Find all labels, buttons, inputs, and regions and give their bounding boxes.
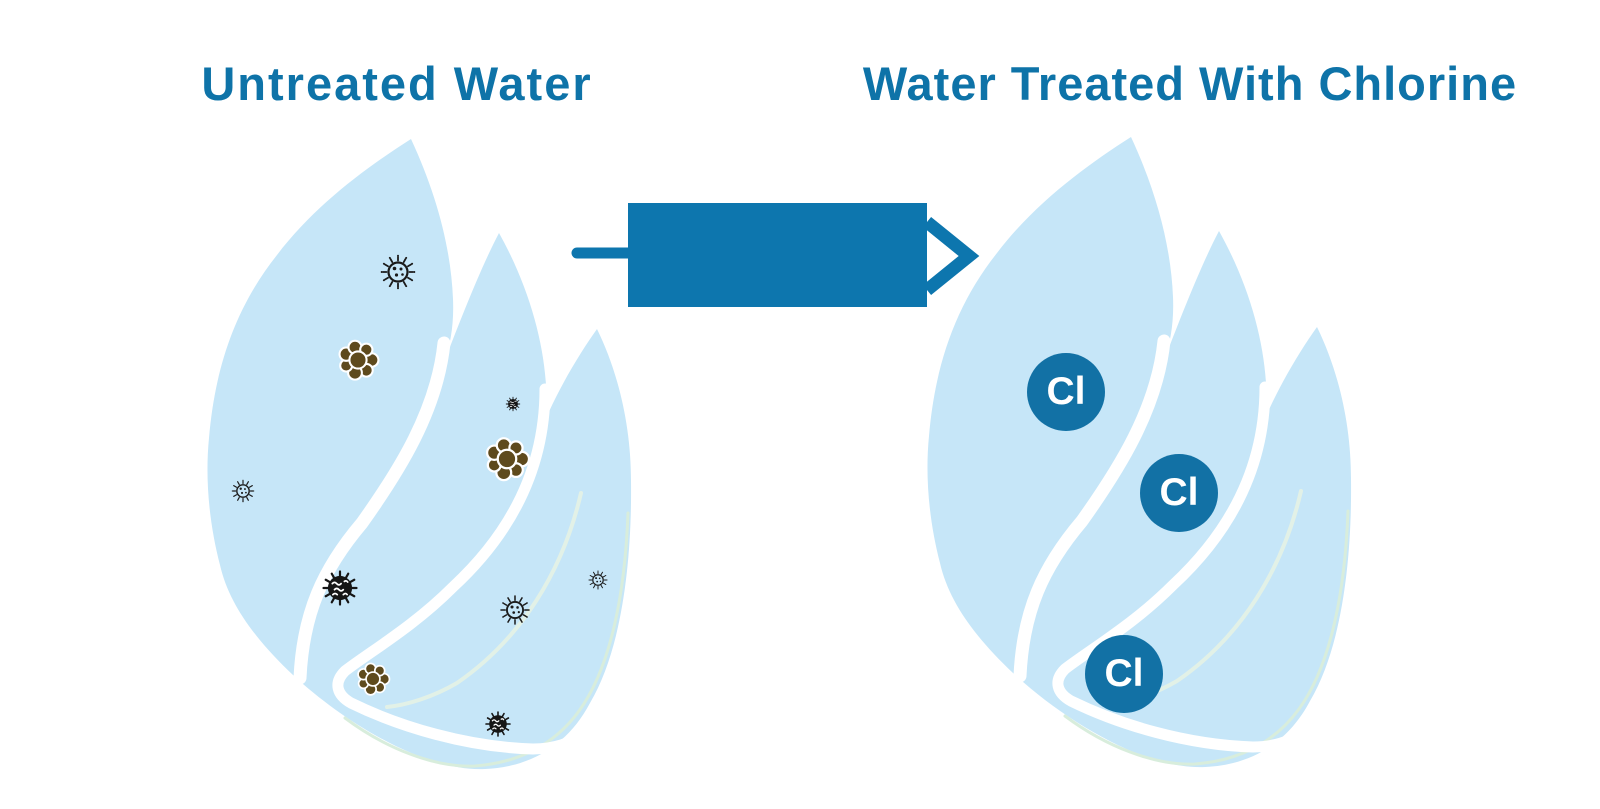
dirt-icon [338, 339, 380, 381]
virus-icon [231, 479, 255, 503]
dirt-icon [485, 437, 531, 482]
chlorine-badge: Cl [1140, 454, 1218, 532]
virus-icon [499, 594, 531, 626]
right-arrow-icon [571, 203, 980, 307]
bacteria-icon [485, 711, 511, 737]
untreated-water-title: Untreated Water [201, 57, 593, 110]
chlorine-badge: Cl [1027, 353, 1105, 431]
virus-icon [379, 253, 417, 291]
bacteria-icon [505, 396, 521, 412]
virus-icon [587, 569, 609, 591]
treated-water-title: Water Treated With Chlorine [862, 57, 1518, 110]
chlorine-badge: Cl [1085, 635, 1163, 713]
transformation-arrow [571, 203, 980, 307]
bacteria-icon [322, 570, 358, 606]
dirt-icon [357, 662, 391, 696]
